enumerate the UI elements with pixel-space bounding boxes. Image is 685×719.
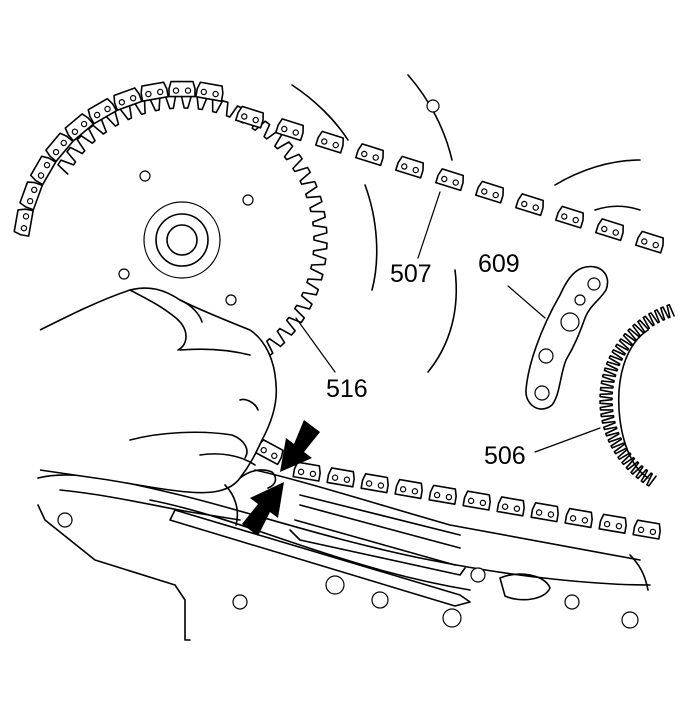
chain-link <box>315 130 344 154</box>
chain-link <box>168 80 196 98</box>
chain-link <box>235 105 264 129</box>
chain-link <box>29 155 57 186</box>
bolt-hole-7 <box>564 594 580 610</box>
chain-link <box>530 501 559 523</box>
sprocket-hub-mid <box>155 213 209 267</box>
pinch-arrows <box>242 420 320 536</box>
chain-link <box>598 513 627 535</box>
engine-block-outline <box>37 469 651 641</box>
chain-link <box>496 496 525 517</box>
chain-link <box>635 230 664 254</box>
intermediate-sprocket <box>599 304 675 487</box>
chain-link <box>292 461 321 482</box>
locating-dowel <box>426 99 440 113</box>
technician-hand <box>39 287 278 526</box>
chain-link <box>326 467 355 488</box>
chain-link <box>275 118 304 142</box>
callout-506: 506 <box>484 442 526 470</box>
chain-link <box>394 478 423 500</box>
chain-link <box>475 180 504 204</box>
cover-contour-lines <box>291 74 641 373</box>
chain-link <box>435 168 464 192</box>
chain-link <box>45 132 74 163</box>
chain-link <box>113 87 143 112</box>
bolt-hole-2 <box>232 594 248 610</box>
chain-link <box>632 519 661 540</box>
chain-link <box>428 484 457 506</box>
chain-link <box>462 490 491 511</box>
chain-link <box>360 472 389 494</box>
chain-link <box>595 218 624 242</box>
chain-link <box>555 205 584 229</box>
callout-leaders <box>295 191 601 453</box>
chain-link <box>13 208 34 237</box>
chain-link <box>564 507 593 529</box>
timing-chain <box>13 80 664 540</box>
bolt-hole-1 <box>57 512 73 528</box>
sprocket-hub-outer <box>143 201 221 279</box>
chain-link <box>19 181 44 211</box>
chain-guide <box>525 265 609 410</box>
callout-609: 609 <box>478 250 520 278</box>
callout-507: 507 <box>390 260 432 288</box>
bolt-hole-8 <box>621 611 639 629</box>
bolt-hole-3 <box>325 575 345 595</box>
chain-link <box>140 81 169 102</box>
chain-link <box>355 143 384 167</box>
bolt-hole-6 <box>470 567 486 583</box>
chain-link <box>395 155 424 179</box>
chain-link <box>87 97 118 125</box>
arrow-down-icon <box>280 420 320 472</box>
chain-link <box>195 81 224 102</box>
chain-link <box>64 113 95 142</box>
bolt-hole-4 <box>371 591 389 609</box>
arrow-up-icon <box>242 482 284 536</box>
bolt-hole-5 <box>442 608 462 628</box>
chain-link <box>515 193 544 217</box>
sprocket-hub-bore <box>166 224 198 256</box>
callout-516: 516 <box>326 375 368 403</box>
